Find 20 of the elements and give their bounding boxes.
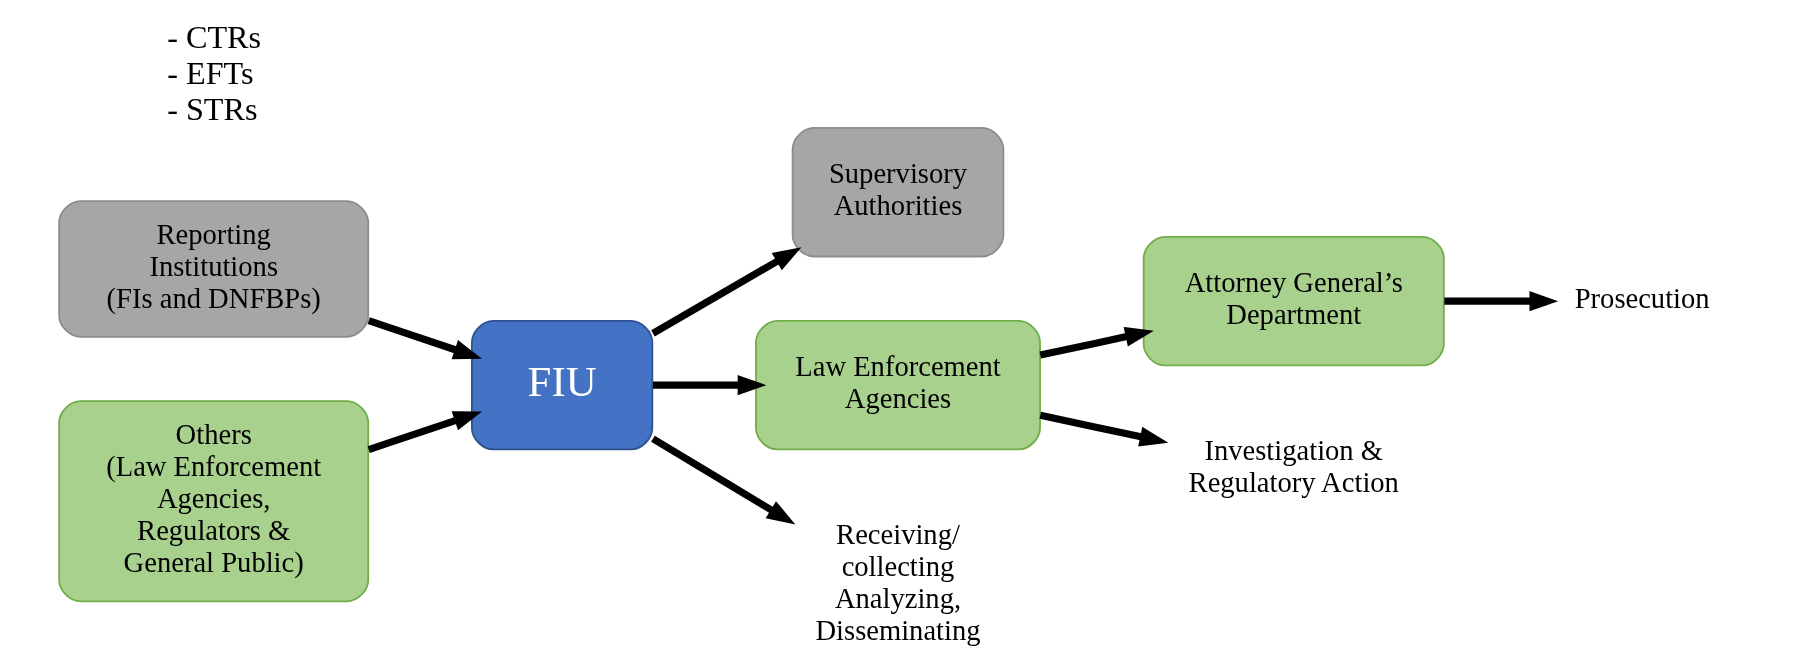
arrow — [652, 375, 766, 396]
arrow — [367, 411, 482, 454]
node-box: FIU — [470, 319, 653, 451]
label: - EFTs — [166, 54, 253, 91]
node-text: Receiving/ collecting Analyzing, Disseminating — [814, 518, 981, 647]
arrow — [650, 435, 795, 525]
node-box: Attorney General’s Department — [1142, 235, 1445, 367]
node-box: Others (Law Enforcement Agencies, Regulators & General Public) — [57, 400, 369, 603]
node-text: Investigation & Regulatory Action — [1188, 434, 1399, 498]
node-box: Supervisory Authorities — [791, 126, 1004, 258]
arrow — [1039, 411, 1168, 447]
node-box: Reporting Institutions (FIs and DNFBPs) — [57, 200, 369, 338]
label: - STRs — [166, 90, 257, 127]
arrow — [367, 317, 482, 360]
arrow — [1443, 291, 1558, 312]
arrow — [650, 247, 802, 337]
node-box: Law Enforcement Agencies — [754, 319, 1041, 451]
label: - CTRs — [166, 19, 261, 56]
node-text: Prosecution — [1574, 282, 1710, 314]
arrow — [1039, 326, 1154, 359]
